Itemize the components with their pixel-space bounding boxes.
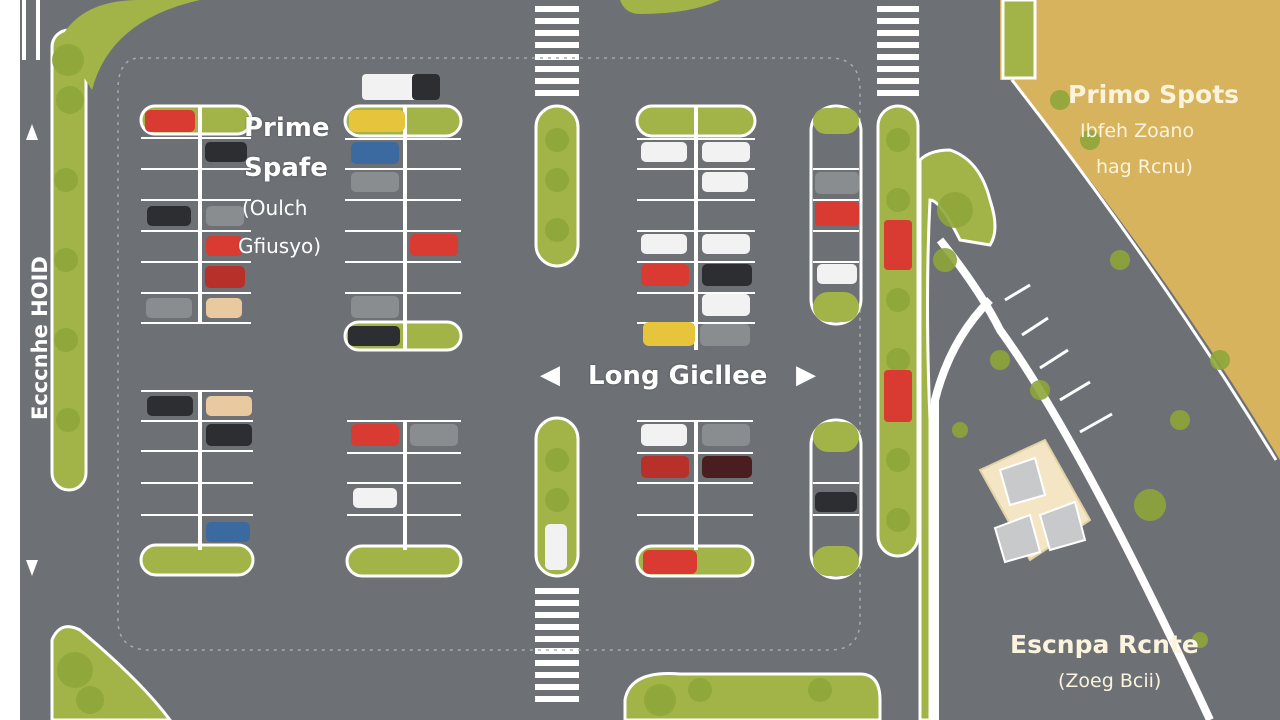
crosswalk-top-1 <box>535 6 579 96</box>
grass-curve-top-left <box>60 0 200 90</box>
parking-block-mid-right-top <box>635 104 757 350</box>
arrow-right-icon: ▶ <box>796 360 816 390</box>
arrow-left-icon: ◀ <box>540 360 560 390</box>
primo-spots-title: Primo Spots <box>1068 80 1240 109</box>
car-white <box>817 264 857 284</box>
car-dark <box>147 396 193 416</box>
prime-spate-line-2: Spafe <box>244 153 328 183</box>
car-dark <box>147 206 191 226</box>
car-red <box>641 456 689 478</box>
parking-lines-right <box>813 168 859 516</box>
grass-cap-right-top-2 <box>813 292 859 322</box>
car-dark <box>206 424 252 446</box>
car-dark <box>205 142 247 162</box>
car-dark <box>815 492 857 512</box>
car-gray <box>702 424 750 446</box>
car-red <box>641 264 689 286</box>
car-red <box>145 110 195 132</box>
car-red <box>206 236 242 256</box>
car-blue <box>351 142 399 164</box>
car-dark <box>702 456 752 478</box>
long-road-label: Long Gicllee <box>588 361 768 391</box>
car-white <box>545 524 567 570</box>
lane-arrow-left <box>26 124 38 576</box>
prime-spate-line-3: (Oulch <box>242 196 308 220</box>
escape-route-subtitle: (Zoeg Bcii) <box>1058 670 1162 692</box>
diagonal-parking-lines <box>1004 283 1113 434</box>
road-edge-line-left <box>6 0 12 720</box>
car-red <box>643 550 697 574</box>
parking-block-mid-left-bottom <box>345 420 463 578</box>
car-red <box>884 220 912 270</box>
car-white <box>702 294 750 316</box>
car-gray <box>351 296 399 318</box>
car-red <box>351 424 399 446</box>
grass-cap-right-bottom-2 <box>813 546 859 576</box>
crosswalk-top-2 <box>877 6 919 96</box>
car-white <box>641 142 687 162</box>
car-gray <box>700 324 750 346</box>
car-gray <box>206 206 244 226</box>
prime-spate-line-4: Gfiusyo) <box>238 234 322 258</box>
left-vertical-label: Ecccnhe HOID <box>28 256 52 420</box>
primo-spots-subtitle-1: Ibfeh Zoano <box>1080 120 1195 142</box>
grass-cap-right-bottom-1 <box>813 422 859 452</box>
primo-spots-subtitle-2: hag Rcnu) <box>1096 156 1193 178</box>
car-tan <box>206 298 242 318</box>
road-edge-right <box>1010 79 1278 461</box>
grass-island-top-right <box>1001 0 1037 80</box>
car-red <box>815 202 859 226</box>
car-red <box>205 266 245 288</box>
footpath-right-branch <box>931 297 993 720</box>
car-white <box>641 424 687 446</box>
lane-line-left-2 <box>36 0 40 60</box>
prime-spate-line-1: Prime <box>244 113 330 143</box>
grass-curve-right <box>918 148 997 720</box>
car-red <box>410 234 458 256</box>
car-gray <box>815 172 859 194</box>
car-gray <box>146 298 192 318</box>
car-red <box>884 370 912 422</box>
car-gray <box>410 424 458 446</box>
grass-cap-right-top-1 <box>813 108 859 134</box>
car-white <box>702 234 750 254</box>
lane-line-left-top <box>22 0 26 60</box>
car-dark <box>348 326 400 346</box>
cars-group <box>145 74 912 574</box>
escape-route-title: Escnpa Rcnte <box>1010 630 1199 659</box>
car-yellow <box>349 110 405 132</box>
grass-island-top-center <box>620 0 720 14</box>
car-yellow <box>643 322 695 346</box>
car-dark <box>702 264 752 286</box>
car-blue <box>206 522 250 542</box>
crosswalk-bottom <box>535 588 579 702</box>
car-gray <box>351 172 399 192</box>
building-pavilion <box>978 438 1092 564</box>
asphalt-curved-road <box>930 80 1280 720</box>
bushes-group <box>52 44 1230 716</box>
car-white <box>702 172 748 192</box>
car-tan <box>206 396 252 416</box>
car-white <box>641 234 687 254</box>
parking-block-left-bottom <box>139 390 255 577</box>
car-white <box>702 142 750 162</box>
dashed-loop-guide <box>117 57 861 651</box>
car-white <box>353 488 397 508</box>
grass-divider-vertical <box>876 104 920 558</box>
car-truck-cab <box>412 74 440 100</box>
